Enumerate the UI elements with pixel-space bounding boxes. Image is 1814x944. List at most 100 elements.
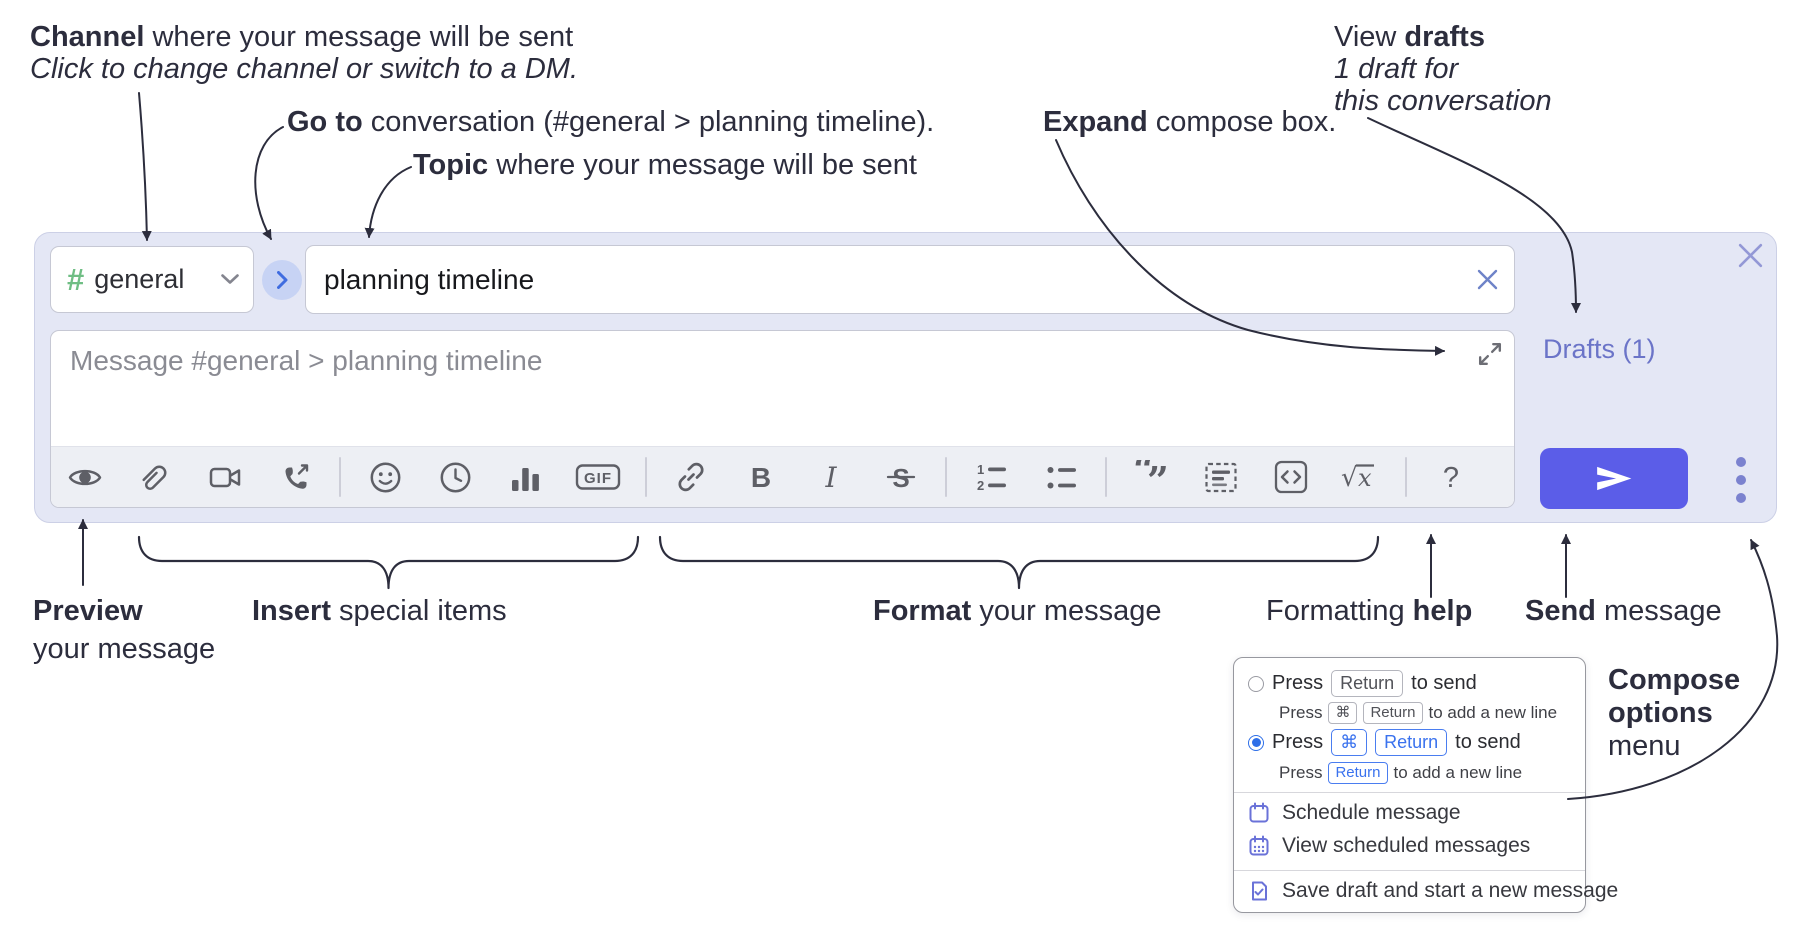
voice-call-button[interactable]	[273, 455, 317, 499]
emoji-button[interactable]	[363, 455, 407, 499]
bulleted-list-icon	[1047, 466, 1076, 488]
formatting-help-button[interactable]: ?	[1429, 455, 1473, 499]
compose-options-menu-button[interactable]	[1727, 452, 1755, 508]
svg-text:“: “	[1133, 460, 1155, 492]
keycap: Return	[1363, 702, 1423, 724]
close-icon	[1477, 269, 1497, 290]
calendar-icon	[1249, 802, 1269, 823]
preview-button[interactable]	[63, 455, 107, 499]
strikethrough-icon: S	[886, 463, 916, 493]
calendar-grid-icon	[1249, 835, 1269, 856]
global-time-button[interactable]	[433, 455, 477, 499]
code-button[interactable]	[1269, 455, 1313, 499]
gif-button[interactable]: GIF	[573, 455, 623, 499]
keycap: ⌘	[1328, 702, 1358, 724]
link-icon	[678, 462, 704, 492]
svg-text:I: I	[824, 461, 837, 494]
expand-compose-button[interactable]	[1478, 342, 1502, 366]
goto-annotation: Go to conversation (#general > planning …	[287, 106, 935, 138]
svg-text:”: ”	[1147, 460, 1169, 494]
compose-toolbar: GIF B I S	[51, 446, 1514, 507]
svg-text:2: 2	[977, 478, 984, 493]
keycap: Return	[1375, 729, 1448, 756]
send-option-cmd-return-subtext: Press Return to add a new line	[1279, 762, 1523, 784]
channel-name: general	[94, 264, 185, 294]
close-compose-button[interactable]	[1736, 241, 1764, 269]
close-icon	[1738, 243, 1762, 267]
video-call-button[interactable]	[203, 455, 247, 499]
send-button[interactable]	[1540, 448, 1688, 509]
insert-annotation: Insert special items	[252, 595, 507, 627]
chevron-down-icon	[221, 274, 239, 284]
bold-button[interactable]: B	[739, 455, 783, 499]
expand-annotation: Expand compose box.	[1043, 106, 1337, 138]
format-brace	[658, 535, 1380, 590]
math-icon: √ x	[1341, 463, 1374, 493]
topic-input[interactable]	[306, 263, 1514, 296]
drafts-link[interactable]: Drafts (1)	[1543, 334, 1656, 364]
spoiler-icon	[1205, 462, 1237, 492]
goto-conversation-button[interactable]	[262, 260, 302, 300]
topic-arrow	[364, 166, 412, 238]
bold-icon: B	[751, 462, 771, 493]
keycap: Return	[1331, 670, 1404, 697]
topic-annotation: Topic where your message will be sent	[413, 149, 917, 181]
clock-icon	[440, 462, 470, 492]
link-button[interactable]	[669, 455, 713, 499]
send-annotation: Send message	[1525, 595, 1722, 627]
toolbar-divider	[1105, 457, 1107, 497]
message-area: GIF B I S	[50, 330, 1515, 508]
eye-icon	[68, 469, 102, 485]
smiley-icon	[370, 462, 400, 492]
svg-text:1: 1	[977, 462, 984, 477]
dot-icon	[1736, 493, 1746, 503]
bar-chart-icon	[511, 467, 539, 491]
phone-call-icon	[285, 463, 308, 489]
toolbar-divider	[645, 457, 647, 497]
attach-file-button[interactable]	[133, 455, 177, 499]
expand-diagonal-icon	[1478, 342, 1502, 366]
radio-selected-icon[interactable]	[1248, 734, 1264, 751]
message-input[interactable]	[51, 331, 1514, 446]
question-mark-icon: ?	[1443, 462, 1459, 494]
math-button[interactable]: √ x	[1339, 455, 1383, 499]
menu-item-view-scheduled[interactable]: View scheduled messages	[1248, 834, 1530, 858]
spoiler-button[interactable]	[1199, 455, 1243, 499]
poll-button[interactable]	[503, 455, 547, 499]
topic-field	[305, 245, 1515, 314]
quote-button[interactable]: “ ”	[1129, 455, 1173, 499]
channel-arrow	[138, 92, 152, 241]
dot-icon	[1736, 475, 1746, 485]
gif-icon: GIF	[575, 464, 621, 490]
menu-item-schedule-message[interactable]: Schedule message	[1248, 801, 1461, 825]
numbered-list-button[interactable]: 1 2	[969, 455, 1013, 499]
channel-picker[interactable]: # general	[50, 246, 254, 313]
drafts-annotation: View drafts 1 draft for this conversatio…	[1334, 21, 1552, 117]
svg-text:GIF: GIF	[584, 470, 612, 487]
send-option-return[interactable]: Press Return to send	[1248, 670, 1477, 697]
clear-topic-button[interactable]	[1474, 267, 1500, 293]
channel-hash-icon: #	[67, 262, 85, 297]
send-arrow-icon	[1597, 466, 1632, 491]
goto-arrow	[254, 126, 284, 240]
quote-icon: “ ”	[1133, 460, 1169, 494]
keycap: ⌘	[1331, 729, 1368, 756]
toolbar-divider	[1405, 457, 1407, 497]
insert-brace	[137, 535, 640, 590]
bulleted-list-button[interactable]	[1039, 455, 1083, 499]
strikethrough-button[interactable]: S	[879, 455, 923, 499]
formatting-help-annotation: Formatting help	[1266, 595, 1473, 627]
svg-text:√: √	[1341, 463, 1358, 493]
dot-icon	[1736, 457, 1746, 467]
italic-button[interactable]: I	[809, 455, 853, 499]
radio-unselected-icon[interactable]	[1248, 675, 1264, 692]
toolbar-divider	[945, 457, 947, 497]
format-annotation: Format your message	[873, 595, 1162, 627]
send-option-return-subtext: Press ⌘ Return to add a new line	[1279, 702, 1558, 724]
menu-item-save-draft[interactable]: Save draft and start a new message	[1248, 879, 1618, 903]
svg-text:?: ?	[1443, 462, 1459, 494]
numbered-list-icon: 1 2	[977, 462, 1006, 493]
popup-divider	[1234, 792, 1585, 793]
send-option-cmd-return[interactable]: Press ⌘ Return to send	[1248, 729, 1521, 756]
